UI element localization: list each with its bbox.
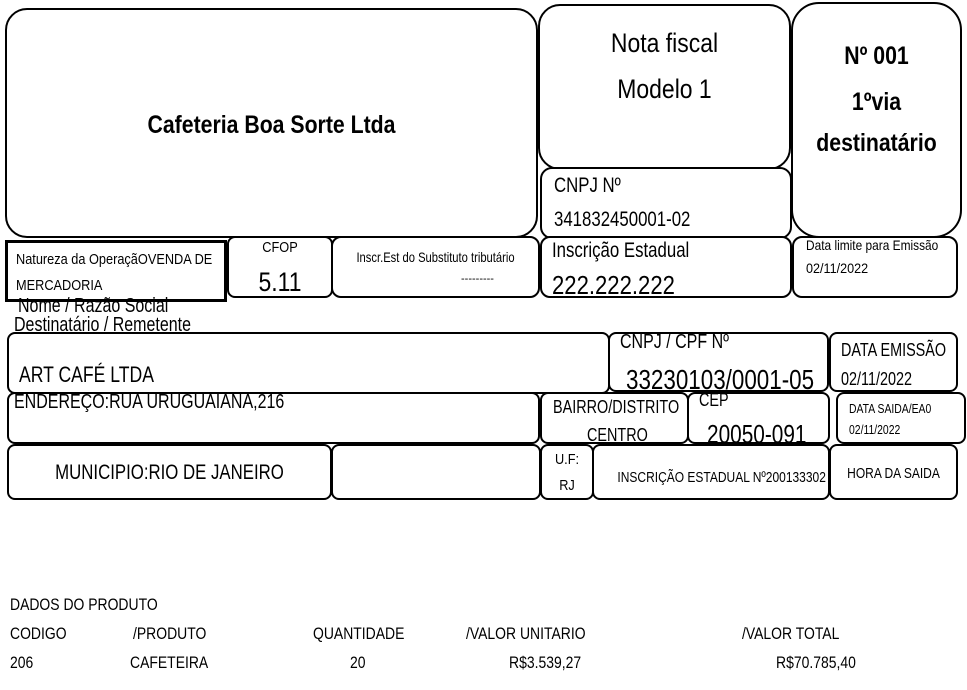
cep-label: CEP bbox=[699, 392, 729, 410]
inscricao-estadual-value: INSCRIÇÃO ESTADUAL Nº200133302 bbox=[617, 469, 826, 486]
cep-value: 20050-091 bbox=[707, 419, 807, 444]
municipio-box: MUNICIPIO:RIO DE JANEIRO bbox=[7, 444, 332, 500]
header-produto: /PRODUTO bbox=[133, 624, 207, 643]
natureza-line1: Natureza da OperaçãOVENDA DE bbox=[16, 251, 213, 268]
header-valor-total: /VALOR TOTAL bbox=[742, 624, 840, 643]
header-quantidade: QUANTIDADE bbox=[313, 624, 405, 643]
inscr-estadual-value: 222.222.222 bbox=[552, 270, 675, 300]
blank-box bbox=[331, 444, 541, 500]
natureza-line2: MERCADORIA bbox=[16, 277, 103, 294]
natureza-box: Natureza da OperaçãOVENDA DE MERCADORIA bbox=[5, 240, 227, 302]
invoice-number: Nº 001 bbox=[844, 42, 909, 70]
cnpj-cpf-box: CNPJ / CPF Nº 33230103/0001-05 bbox=[608, 332, 829, 392]
inscr-subst-label: Inscr.Est do Substituto tributário bbox=[356, 249, 515, 265]
cep-box: CEP 20050-091 bbox=[687, 392, 830, 444]
header-codigo: CODIGO bbox=[10, 624, 67, 643]
recipient-name: ART CAFÉ LTDA bbox=[19, 362, 154, 387]
company-box: Cafeteria Boa Sorte Ltda bbox=[5, 8, 538, 238]
number-box: Nº 001 1ºvia destinatário bbox=[791, 2, 962, 238]
uf-value: RJ bbox=[559, 477, 575, 494]
product-section-title: DADOS DO PRODUTO bbox=[10, 595, 158, 614]
inscr-subst-box: Inscr.Est do Substituto tributário -----… bbox=[331, 236, 540, 298]
data-saida-label: DATA SAIDA/EA0 bbox=[849, 401, 932, 416]
row-valor-unitario: R$3.539,27 bbox=[509, 653, 582, 672]
cfop-box: CFOP 5.11 bbox=[227, 236, 333, 298]
cnpj-cpf-label: CNPJ / CPF Nº bbox=[620, 332, 729, 353]
company-name: Cafeteria Boa Sorte Ltda bbox=[147, 111, 396, 139]
inscricao-estadual-box: INSCRIÇÃO ESTADUAL Nº200133302 bbox=[592, 444, 830, 500]
data-saida-value: 02/11/2022 bbox=[849, 422, 901, 437]
doc-title-box: Nota fiscal Modelo 1 bbox=[538, 4, 791, 170]
data-emissao-label: DATA EMISSÃO bbox=[841, 340, 947, 360]
data-saida-box: DATA SAIDA/EA0 02/11/2022 bbox=[836, 392, 966, 444]
cnpj-issuer-label: CNPJ Nº bbox=[554, 174, 621, 197]
invoice-destination: destinatário bbox=[816, 129, 937, 157]
doc-title-line1: Nota fiscal bbox=[610, 28, 719, 58]
bairro-label: BAIRRO/DISTRITO bbox=[553, 397, 680, 417]
uf-label: U.F: bbox=[554, 451, 580, 468]
inscr-estadual-label: Inscrição Estadual bbox=[552, 239, 690, 262]
inscr-estadual-box: Inscrição Estadual 222.222.222 bbox=[540, 236, 792, 298]
hora-saida-label: HORA DA SAIDA bbox=[847, 465, 940, 482]
municipio-value: MUNICIPIO:RIO DE JANEIRO bbox=[55, 461, 284, 484]
row-produto: CAFETEIRA bbox=[130, 653, 209, 672]
inscr-subst-value: --------- bbox=[461, 273, 494, 285]
data-limite-value: 02/11/2022 bbox=[806, 260, 869, 276]
cnpj-cpf-value: 33230103/0001-05 bbox=[626, 364, 815, 392]
section-destinatario-label: Destinatário / Remetente bbox=[14, 314, 191, 336]
invoice-via: 1ºvia bbox=[851, 88, 902, 116]
cfop-label: CFOP bbox=[262, 239, 298, 256]
recipient-name-box: ART CAFÉ LTDA bbox=[7, 332, 610, 394]
bairro-box: BAIRRO/DISTRITO CENTRO bbox=[540, 392, 689, 444]
cnpj-issuer-value: 341832450001-02 bbox=[554, 208, 691, 231]
row-quantidade: 20 bbox=[350, 653, 366, 672]
bairro-value: CENTRO bbox=[587, 425, 648, 445]
doc-title-line2: Modelo 1 bbox=[617, 74, 712, 104]
data-emissao-box: DATA EMISSÃO 02/11/2022 bbox=[829, 332, 958, 392]
header-valor-unitario: /VALOR UNITARIO bbox=[466, 624, 586, 643]
data-limite-box: Data limite para Emissão 02/11/2022 bbox=[792, 236, 958, 298]
cfop-value: 5.11 bbox=[258, 267, 302, 297]
endereco-box: ENDEREÇO:RUA URUGUAIANA,216 bbox=[7, 392, 540, 444]
section-nome-label: Nome / Razão Social bbox=[18, 295, 169, 317]
endereco-value: ENDEREÇO:RUA URUGUAIANA,216 bbox=[14, 392, 285, 413]
row-codigo: 206 bbox=[10, 653, 34, 672]
uf-box: U.F: RJ bbox=[540, 444, 594, 500]
cnpj-issuer-box: CNPJ Nº 341832450001-02 bbox=[540, 167, 792, 239]
hora-saida-box: HORA DA SAIDA bbox=[829, 444, 958, 500]
data-emissao-value: 02/11/2022 bbox=[841, 369, 913, 389]
data-limite-label: Data limite para Emissão bbox=[806, 237, 939, 253]
row-valor-total: R$70.785,40 bbox=[776, 653, 856, 672]
